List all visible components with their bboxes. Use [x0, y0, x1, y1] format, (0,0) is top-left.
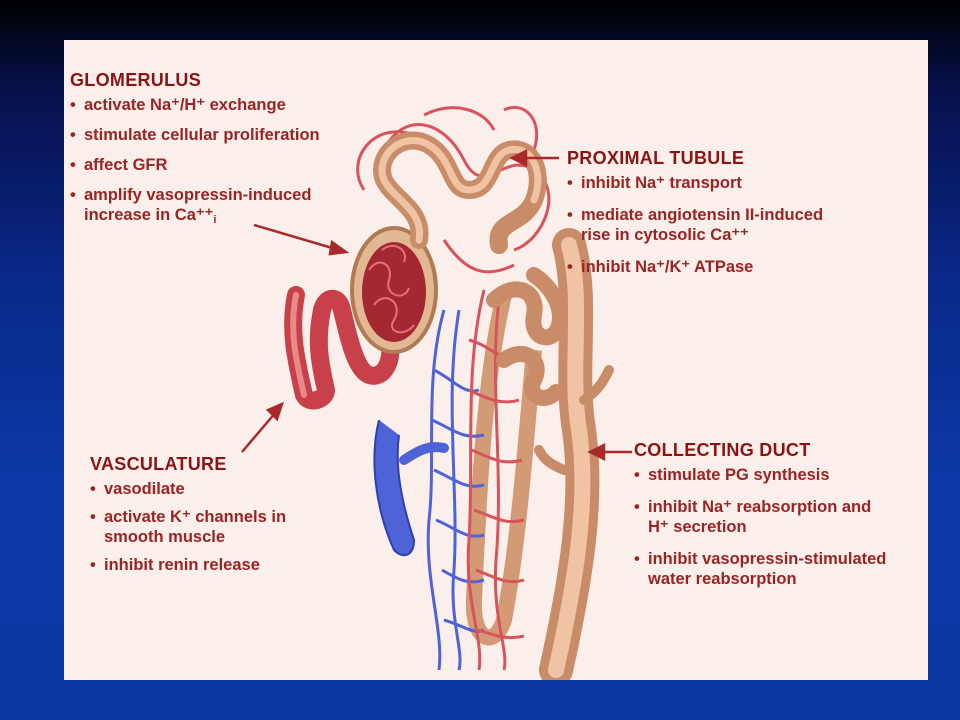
collecting-duct-label-block: COLLECTING DUCT stimulate PG synthesis i…: [634, 440, 924, 601]
proximal-tubule-label-block: PROXIMAL TUBULE inhibit Na⁺ transport me…: [567, 148, 897, 289]
nephron-illustration: [241, 105, 632, 680]
collecting-duct-branch: [534, 445, 569, 475]
glomerulus-arrowhead: [328, 239, 350, 256]
collecting-duct-item: inhibit vasopressin-stimulated water rea…: [634, 549, 924, 589]
loop-of-henle: [465, 293, 542, 646]
glomerulus-item: amplify vasopressin-induced increase in …: [70, 185, 370, 230]
vasculature-label-block: VASCULATURE vasodilate activate K⁺ chann…: [90, 454, 350, 587]
collecting-duct-item: inhibit Na⁺ reabsorption and H⁺ secretio…: [634, 497, 924, 537]
diagram-panel: GLOMERULUS activate Na⁺/H⁺ exchange stim…: [64, 40, 928, 680]
artery-network: [356, 105, 551, 671]
collecting-duct-heading: COLLECTING DUCT: [634, 440, 811, 460]
vasculature-item: activate K⁺ channels in smooth muscle: [90, 507, 350, 547]
collecting-duct-highlight: [548, 237, 591, 678]
glomerulus-item: stimulate cellular proliferation: [70, 125, 370, 145]
glomerulus-capillary-loops: [368, 244, 415, 334]
proximal-tubule-item: inhibit Na⁺/K⁺ ATPase: [567, 257, 897, 277]
vasculature-arrow: [241, 411, 277, 453]
glomerulus-list: activate Na⁺/H⁺ exchange stimulate cellu…: [70, 95, 370, 230]
vasculature-item: inhibit renin release: [90, 555, 350, 575]
pointer-arrows: [241, 148, 632, 462]
proximal-tubule-highlight: [378, 136, 542, 244]
proximal-tubule-list: inhibit Na⁺ transport mediate angiotensi…: [567, 173, 897, 277]
proximal-tubule-item: mediate angiotensin II-induced rise in c…: [567, 205, 897, 245]
glomerulus-capillaries: [362, 242, 426, 342]
vasculature-list: vasodilate activate K⁺ channels in smoot…: [90, 479, 350, 575]
glomerulus-item: affect GFR: [70, 155, 370, 175]
collecting-duct-item: stimulate PG synthesis: [634, 465, 924, 485]
collecting-duct-branch: [579, 365, 614, 405]
vasculature-heading: VASCULATURE: [90, 454, 227, 474]
vein-network: [426, 309, 485, 671]
glomerulus-heading: GLOMERULUS: [70, 70, 201, 90]
collecting-duct-arrowhead: [587, 442, 606, 462]
distal-tubule-coils: [486, 267, 568, 406]
glomerulus-label-block: GLOMERULUS activate Na⁺/H⁺ exchange stim…: [70, 70, 370, 242]
vasculature-arrowhead: [265, 401, 285, 422]
proximal-tubule-arrowhead: [509, 148, 528, 168]
renal-vein: [373, 419, 416, 557]
proximal-tubule-item: inhibit Na⁺ transport: [567, 173, 897, 193]
glomerulus-item: activate Na⁺/H⁺ exchange: [70, 95, 370, 115]
renal-vein-branch: [399, 442, 449, 465]
renal-artery-highlight: [290, 292, 307, 398]
collecting-duct-list: stimulate PG synthesis inhibit Na⁺ reabs…: [634, 465, 924, 589]
vasculature-item: vasodilate: [90, 479, 350, 499]
proximal-tubule-heading: PROXIMAL TUBULE: [567, 148, 745, 168]
